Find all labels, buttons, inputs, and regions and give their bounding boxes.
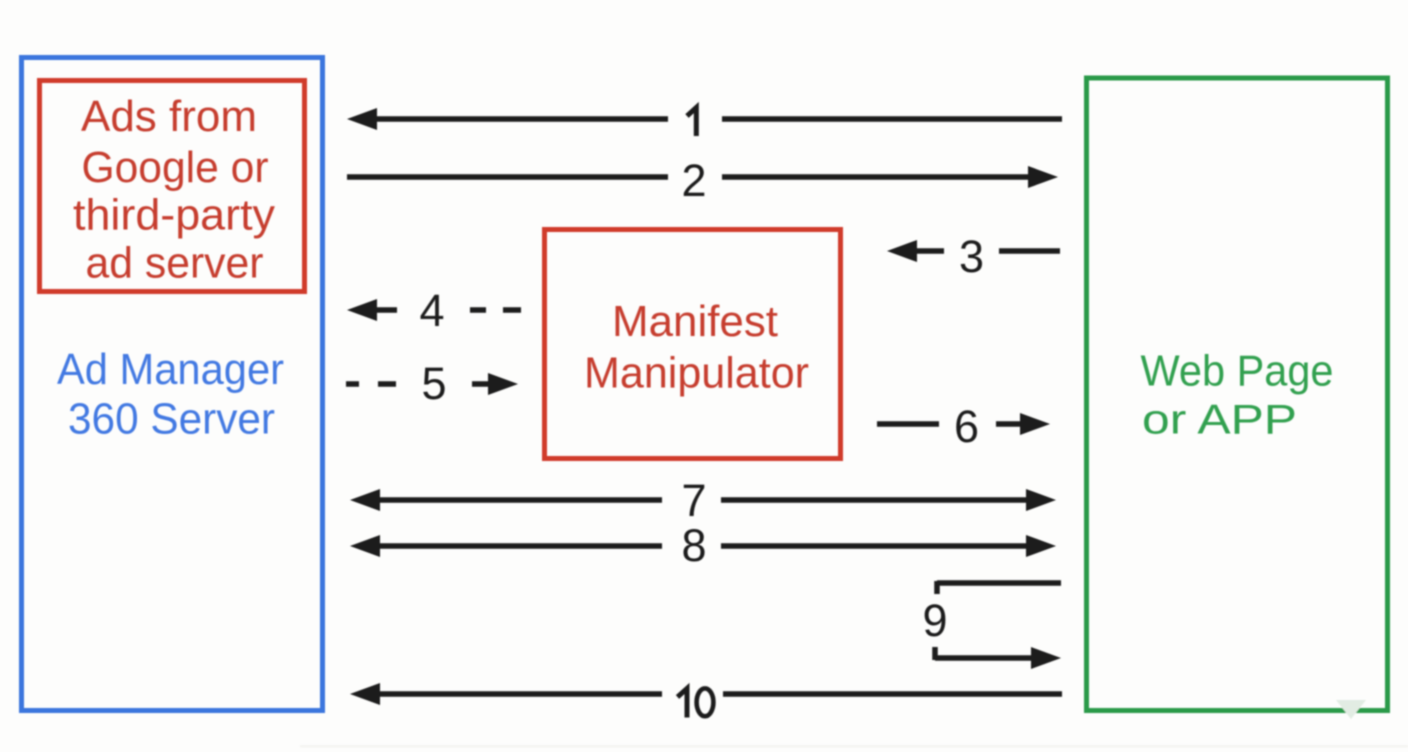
svg-text:Ad Manager: Ad Manager xyxy=(57,345,284,394)
svg-text:5: 5 xyxy=(421,358,446,409)
svg-text:360 Server: 360 Server xyxy=(68,395,275,444)
svg-text:9: 9 xyxy=(922,595,947,646)
svg-text:Google or: Google or xyxy=(82,143,269,192)
svg-text:third-party: third-party xyxy=(73,191,275,240)
svg-text:3: 3 xyxy=(959,231,984,282)
svg-text:Ads from: Ads from xyxy=(81,92,257,141)
svg-text:ad server: ad server xyxy=(86,239,264,288)
svg-text:2: 2 xyxy=(681,155,706,206)
svg-text:4: 4 xyxy=(419,285,444,336)
svg-text:Web Page: Web Page xyxy=(1141,347,1334,396)
svg-text:Manifest: Manifest xyxy=(612,297,778,346)
svg-text:7: 7 xyxy=(681,475,706,526)
svg-text:or APP: or APP xyxy=(1142,396,1297,443)
svg-text:Manipulator: Manipulator xyxy=(584,349,809,398)
svg-text:8: 8 xyxy=(681,520,706,571)
svg-text:6: 6 xyxy=(954,401,979,452)
